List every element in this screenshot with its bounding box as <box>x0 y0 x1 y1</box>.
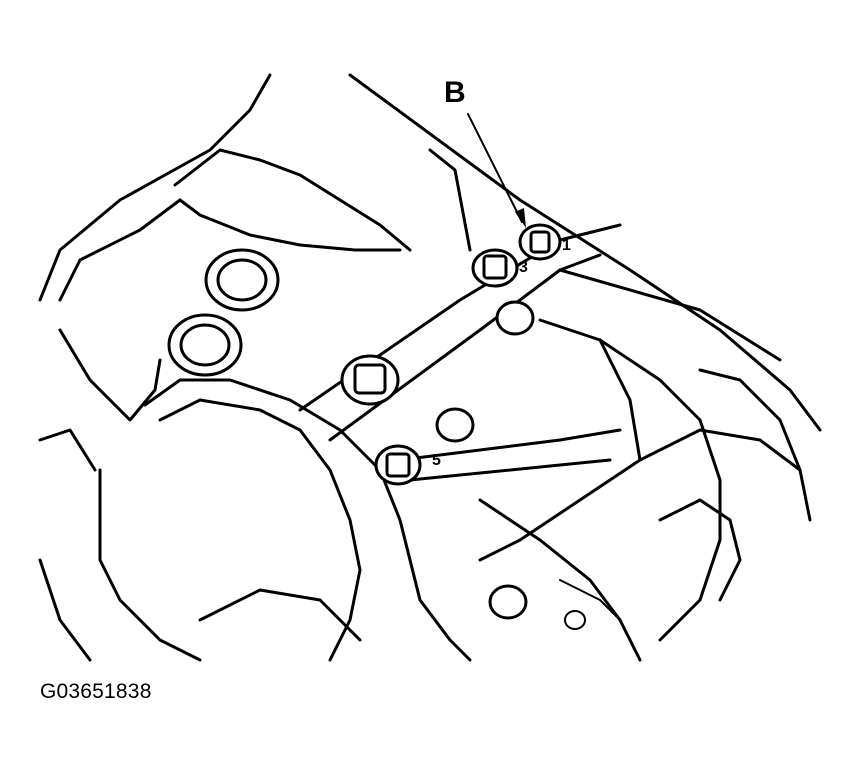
bolt-mark-middle: 3 <box>519 259 528 276</box>
callout-b: B <box>444 76 526 228</box>
figure-id: G03651838 <box>40 680 152 703</box>
bolt-upper <box>471 248 519 288</box>
fitting-lower-left <box>167 313 243 377</box>
bolt-lower <box>374 444 422 486</box>
transmission-housing <box>38 73 822 662</box>
bolt-mark-lower: 5 <box>432 452 441 469</box>
callout-b-label: B <box>444 76 466 109</box>
bolt-b <box>518 223 562 261</box>
bolt-mark-upper: 1 <box>562 237 571 254</box>
stud-right <box>435 300 586 630</box>
shift-linkage <box>298 223 782 482</box>
fitting-upper-left <box>204 248 280 312</box>
bolt-center <box>340 354 400 406</box>
